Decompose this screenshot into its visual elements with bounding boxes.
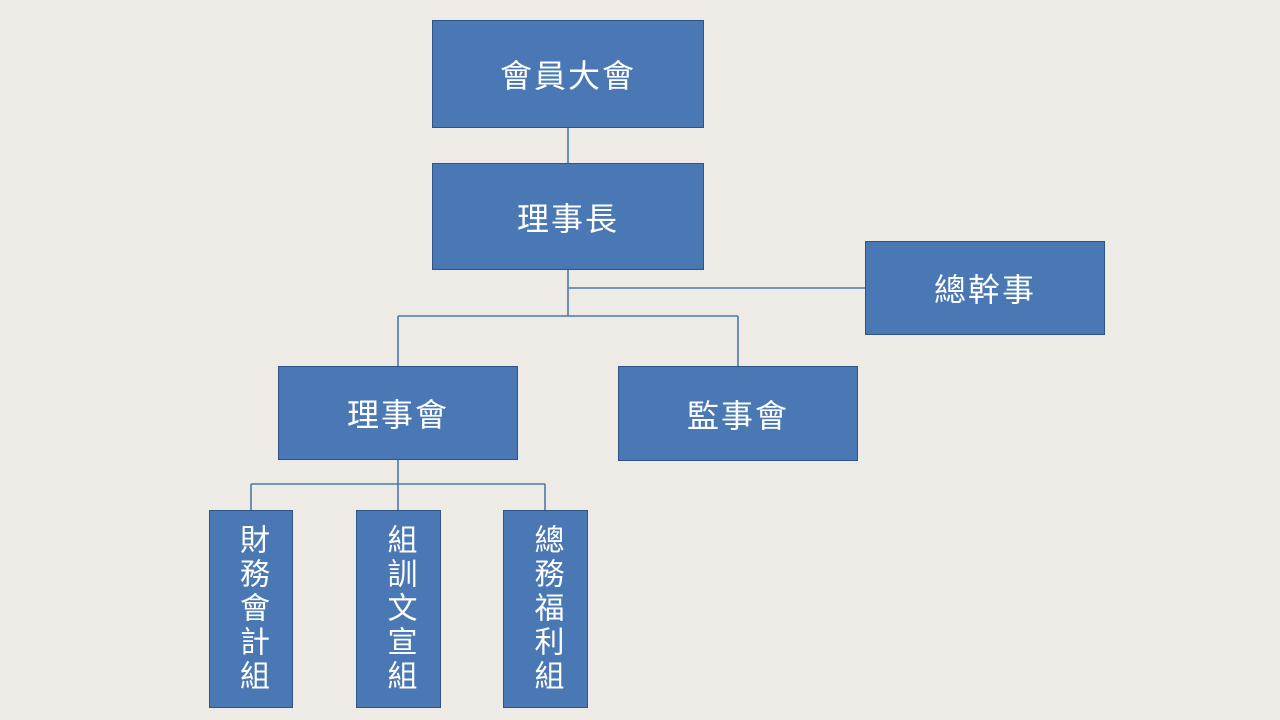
node-label: 組訓文宣組 xyxy=(381,524,417,694)
node-label: 總幹事 xyxy=(933,271,1036,309)
node-finance-accounting-group: 財務會計組 xyxy=(209,510,293,708)
node-board-of-supervisors: 監事會 xyxy=(618,366,858,461)
node-label: 會員大會 xyxy=(499,57,636,95)
node-general-affairs-welfare-group: 總務福利組 xyxy=(503,510,588,708)
node-board-of-directors: 理事會 xyxy=(278,366,518,460)
node-general-assembly: 會員大會 xyxy=(432,20,704,128)
node-label: 總務福利組 xyxy=(528,524,564,694)
node-label: 理事會 xyxy=(346,396,449,434)
node-training-publicity-group: 組訓文宣組 xyxy=(356,510,441,708)
node-secretary-general: 總幹事 xyxy=(865,241,1105,335)
node-label: 監事會 xyxy=(686,396,789,435)
node-chairman: 理事長 xyxy=(432,163,704,270)
node-label: 財務會計組 xyxy=(234,524,269,694)
node-label: 理事長 xyxy=(516,199,619,238)
